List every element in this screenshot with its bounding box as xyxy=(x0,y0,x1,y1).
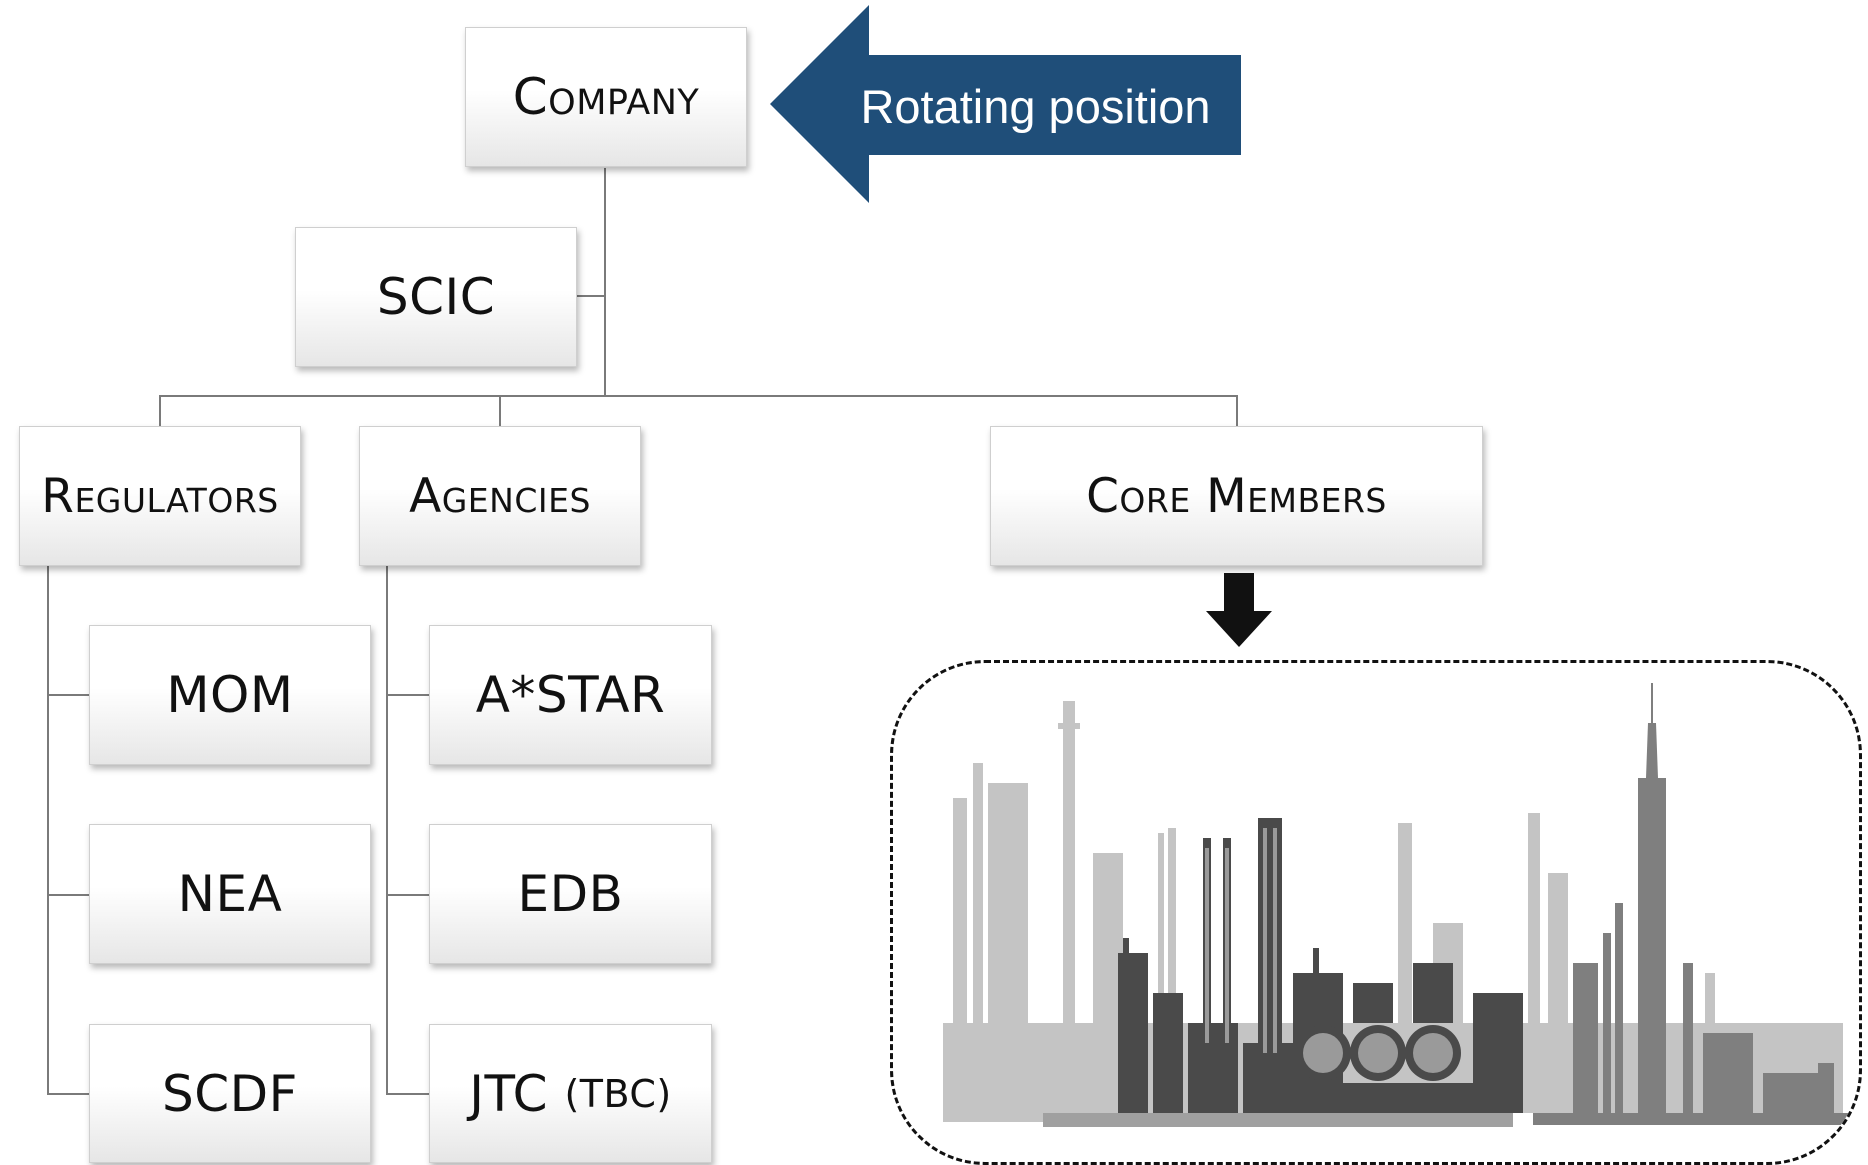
connector-edb xyxy=(386,894,429,896)
rotating-position-label: Rotating position xyxy=(860,79,1211,133)
connector-company-trunk xyxy=(604,168,606,397)
left-arrow-icon xyxy=(770,5,1241,203)
core-members-box: Core Members xyxy=(990,426,1483,566)
jtc-label: JTC xyxy=(469,1064,549,1123)
connector-core-members xyxy=(1236,395,1238,426)
agencies-box: Agencies xyxy=(359,426,641,566)
connector-scdf xyxy=(47,1093,89,1095)
scic-box: SCIC xyxy=(295,227,577,367)
connector-regulators-trunk xyxy=(47,566,49,1095)
industry-illustration-frame xyxy=(890,660,1862,1165)
edb-box: EDB xyxy=(429,824,712,964)
connector-agencies xyxy=(499,395,501,426)
company-box: Company xyxy=(465,27,747,167)
connector-jtc xyxy=(386,1093,429,1095)
connector-scic xyxy=(577,295,605,297)
connector-agencies-trunk xyxy=(386,566,388,1095)
connector-astar xyxy=(386,694,429,696)
scdf-box: SCDF xyxy=(89,1024,371,1163)
jtc-box: JTC (TBC) xyxy=(429,1024,712,1163)
mom-box: MOM xyxy=(89,625,371,765)
nea-box: NEA xyxy=(89,824,371,964)
industrial-plant-illustration xyxy=(943,683,1853,1127)
connector-mom xyxy=(47,694,89,696)
connector-horizontal-bus xyxy=(159,395,1237,397)
regulators-box: Regulators xyxy=(19,426,301,566)
astar-box: A*STAR xyxy=(429,625,712,765)
connector-regulators xyxy=(159,395,161,426)
down-arrow-icon xyxy=(1206,573,1272,647)
jtc-tbc-note: (TBC) xyxy=(564,1071,672,1116)
connector-nea xyxy=(47,894,89,896)
